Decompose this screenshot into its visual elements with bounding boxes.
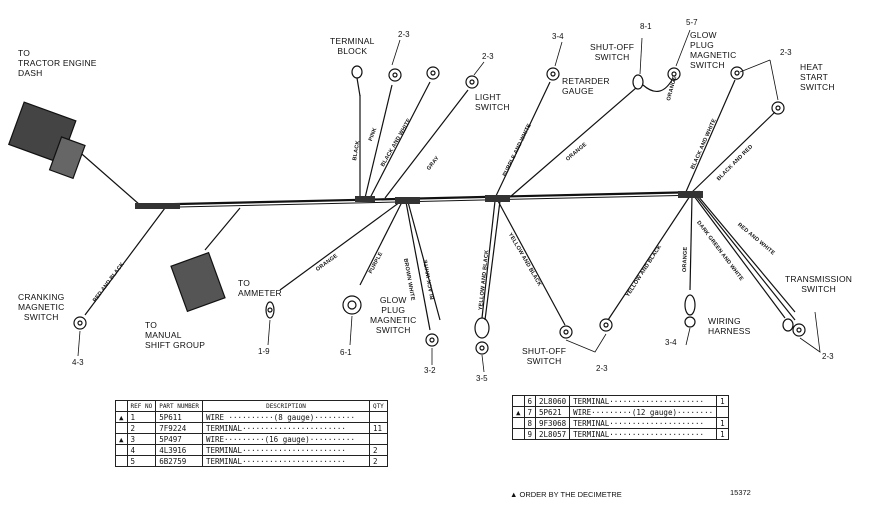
glow-plug-switch-label: GLOW PLUG MAGNETIC SWITCH <box>370 295 417 335</box>
parts-table-2: 6 2L8060 TERMINAL····················· 1… <box>512 395 729 440</box>
row-desc: TERMINAL····················· <box>569 428 718 440</box>
row-qty <box>368 411 388 423</box>
table-row: 8 9F3068 TERMINAL····················· 1 <box>512 417 729 429</box>
manual-shift-group-label: TO MANUAL SHIFT GROUP <box>145 320 206 350</box>
ref-61: 6-1 <box>340 348 352 357</box>
row-ref: 8 <box>523 417 537 429</box>
col-qty: QTY <box>368 400 388 412</box>
col-mark <box>115 400 128 412</box>
row-desc: TERMINAL······················· <box>201 422 370 434</box>
ref-harness: 3-4 <box>665 338 677 347</box>
ref-terminal-block: 2-3 <box>398 30 410 39</box>
row-mark <box>512 395 525 407</box>
row-desc: TERMINAL····················· <box>569 395 718 407</box>
row-part: 5P611 <box>155 411 203 423</box>
row-part: 9F3068 <box>535 417 571 429</box>
glow-plug-switch-top-label: GLOW PLUG MAGNETIC SWITCH <box>690 30 737 70</box>
row-qty <box>716 406 729 418</box>
transmission-switch-label: TRANSMISSION SWITCH <box>785 274 853 294</box>
row-mark: ▲ <box>115 411 128 423</box>
row-part: 4L3916 <box>155 444 203 456</box>
row-qty: 1 <box>716 417 729 429</box>
row-part: 5P621 <box>535 406 571 418</box>
row-mark <box>115 455 128 467</box>
row-part: 6B2759 <box>155 455 203 467</box>
dash-lead <box>74 147 141 206</box>
ref-shutoff-bottom: 2-3 <box>596 364 608 373</box>
row-desc: WIRE·········(16 gauge)·········· <box>201 433 370 445</box>
row-ref: 3 <box>126 433 157 445</box>
cranking-magnetic-switch-label: CRANKING MAGNETIC SWITCH <box>18 292 65 322</box>
ref-43: 4-3 <box>72 358 84 367</box>
row-part: 5P497 <box>155 433 203 445</box>
tractor-dash-label: TO TRACTOR ENGINE DASH <box>18 48 97 78</box>
parts-table-1: REF NO PART NUMBER DESCRIPTION QTY ▲ 1 5… <box>115 400 388 467</box>
table-row: 4 4L3916 TERMINAL·······················… <box>115 444 388 456</box>
row-mark <box>115 444 128 456</box>
row-part: 2L8057 <box>535 428 571 440</box>
row-ref: 9 <box>523 428 537 440</box>
col-part: PART NUMBER <box>155 400 203 412</box>
row-ref: 4 <box>126 444 157 456</box>
row-qty: 2 <box>368 455 388 467</box>
table-row: 5 6B2759 TERMINAL·······················… <box>115 455 388 467</box>
shutoff-switch-top-label: SHUT-OFF SWITCH <box>590 42 635 62</box>
row-mark <box>512 428 525 440</box>
table-row: ▲ 1 5P611 WIRE ··········(8 gauge)······… <box>115 411 388 423</box>
shutoff-switch-bottom-label: SHUT-OFF SWITCH <box>522 346 567 366</box>
ref-heat-start: 2-3 <box>780 48 792 57</box>
row-mark: ▲ <box>115 433 128 445</box>
table-header-row: REF NO PART NUMBER DESCRIPTION QTY <box>115 400 388 412</box>
table-row: ▲ 7 5P621 WIRE·········(12 gauge)·······… <box>512 406 729 418</box>
row-mark <box>512 417 525 429</box>
col-desc: DESCRIPTION <box>201 400 370 412</box>
ref-81: 8-1 <box>640 22 652 31</box>
row-qty: 2 <box>368 444 388 456</box>
row-desc: TERMINAL······················· <box>201 444 370 456</box>
row-desc: WIRE ··········(8 gauge)········· <box>201 411 370 423</box>
ref-57: 5-7 <box>686 18 698 27</box>
light-switch-label: LIGHT SWITCH <box>475 92 510 112</box>
row-ref: 5 <box>126 455 157 467</box>
table-row: 9 2L8057 TERMINAL····················· 1 <box>512 428 729 440</box>
ref-32: 3-2 <box>424 366 436 375</box>
ammeter-label: TO AMMETER <box>238 278 282 298</box>
wire-label: ORANGE <box>682 246 689 273</box>
heat-start-switch-label: HEAT START SWITCH <box>800 62 835 92</box>
row-ref: 7 <box>523 406 537 418</box>
table-row: ▲ 3 5P497 WIRE·········(16 gauge)·······… <box>115 433 388 445</box>
figure-number: 15372 <box>730 488 751 497</box>
ref-transmission: 2-3 <box>822 352 834 361</box>
row-mark <box>115 422 128 434</box>
table-row: 6 2L8060 TERMINAL····················· 1 <box>512 395 729 407</box>
wiring-harness-label: WIRING HARNESS <box>708 316 751 336</box>
col-ref: REF NO <box>126 400 157 412</box>
row-qty <box>368 433 388 445</box>
ref-19: 1-9 <box>258 347 270 356</box>
row-desc: TERMINAL······················· <box>201 455 370 467</box>
ref-light-switch: 2-3 <box>482 52 494 61</box>
row-qty: 1 <box>716 395 729 407</box>
cranking-wire <box>84 207 166 316</box>
row-ref: 1 <box>126 411 157 423</box>
row-part: 7F9224 <box>155 422 203 434</box>
row-desc: WIRE·········(12 gauge)········ <box>569 406 718 418</box>
row-part: 2L8060 <box>535 395 571 407</box>
row-qty: 1 <box>716 428 729 440</box>
shift-group-connector <box>170 251 226 313</box>
row-mark: ▲ <box>512 406 525 418</box>
retarder-gauge-label: RETARDER GAUGE <box>562 76 610 96</box>
row-qty: 11 <box>368 422 388 434</box>
order-note: ▲ ORDER BY THE DECIMETRE <box>510 490 622 499</box>
terminal-block-label: TERMINAL BLOCK <box>330 36 375 56</box>
ref-35: 3-5 <box>476 374 488 383</box>
row-ref: 2 <box>126 422 157 434</box>
row-ref: 6 <box>523 395 537 407</box>
row-desc: TERMINAL····················· <box>569 417 718 429</box>
table-row: 2 7F9224 TERMINAL·······················… <box>115 422 388 434</box>
ref-retarder: 3-4 <box>552 32 564 41</box>
